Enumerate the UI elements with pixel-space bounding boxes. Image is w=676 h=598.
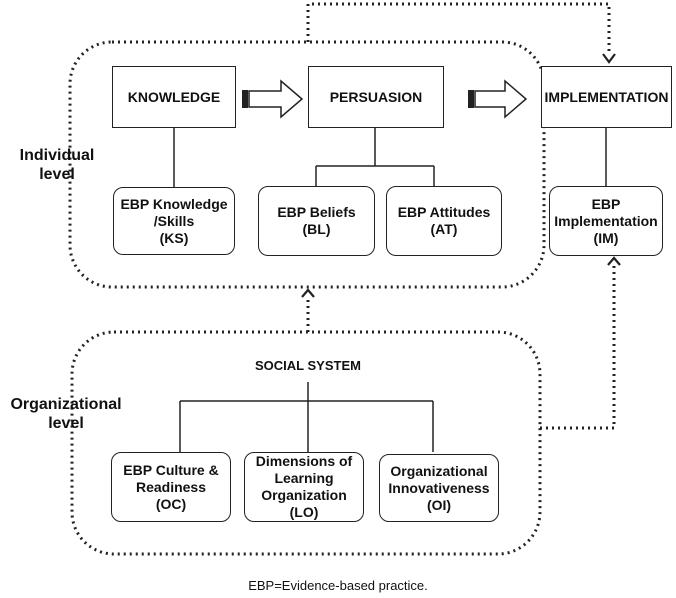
individual-level-container (68, 40, 546, 289)
individual-level-label: Individual level (19, 147, 95, 183)
ebp-knowledge-skills-box: EBP Knowledge /Skills (KS) (113, 187, 235, 255)
ebp-attitudes-box: EBP Attitudes (AT) (386, 186, 502, 256)
footnote: EBP=Evidence-based practice. (248, 578, 428, 593)
top-connector-arrowhead (602, 53, 616, 64)
organizational-level-label: Organizational level (10, 396, 122, 432)
social-to-implementation-dotted-line (540, 266, 616, 430)
persuasion-to-implementation-arrow (468, 79, 528, 119)
knowledge-box: KNOWLEDGE (112, 66, 236, 128)
social-system-title: SOCIAL SYSTEM (255, 358, 361, 373)
top-dotted-connector (306, 2, 611, 52)
organizational-innovativeness-box: Organizational Innovativeness (OI) (379, 454, 499, 522)
ebp-beliefs-box: EBP Beliefs (BL) (258, 186, 375, 256)
ebp-implementation-box: EBP Implementation (IM) (549, 186, 663, 256)
organizational-level-container (70, 330, 542, 556)
ebp-culture-readiness-box: EBP Culture & Readiness (OC) (111, 452, 231, 522)
social-to-implementation-arrowhead (607, 256, 621, 266)
learning-organization-box: Dimensions of Learning Organization (LO) (244, 452, 364, 522)
knowledge-to-persuasion-arrow (242, 79, 304, 119)
persuasion-box: PERSUASION (308, 66, 444, 128)
implementation-box: IMPLEMENTATION (541, 66, 672, 128)
social-to-individual-arrowhead (301, 288, 315, 298)
